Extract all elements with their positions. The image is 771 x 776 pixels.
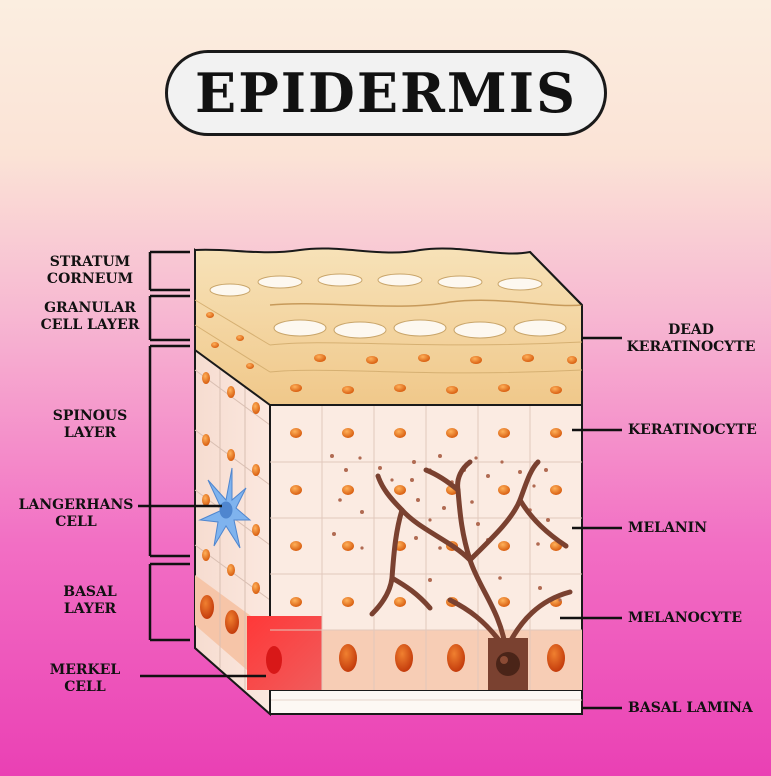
- merkel-cell: [247, 616, 322, 690]
- label-granular-cell-layer: GRANULAR CELL LAYER: [30, 300, 150, 334]
- label-langerhans-cell: LANGERHANS CELL: [14, 497, 138, 531]
- label-keratinocyte: KERATINOCYTE: [628, 422, 757, 439]
- label-melanin: MELANIN: [628, 520, 707, 537]
- label-melanocyte: MELANOCYTE: [628, 610, 742, 627]
- label-merkel-cell: MERKEL CELL: [30, 662, 140, 696]
- label-basal-lamina: BASAL LAMINA: [628, 700, 753, 717]
- label-stratum-corneum: STRATUM CORNEUM: [30, 254, 150, 288]
- label-basal-layer: BASAL LAYER: [30, 584, 150, 618]
- label-dead-keratinocyte: DEAD KERATINOCYTE: [626, 322, 756, 356]
- label-spinous-layer: SPINOUS LAYER: [30, 408, 150, 442]
